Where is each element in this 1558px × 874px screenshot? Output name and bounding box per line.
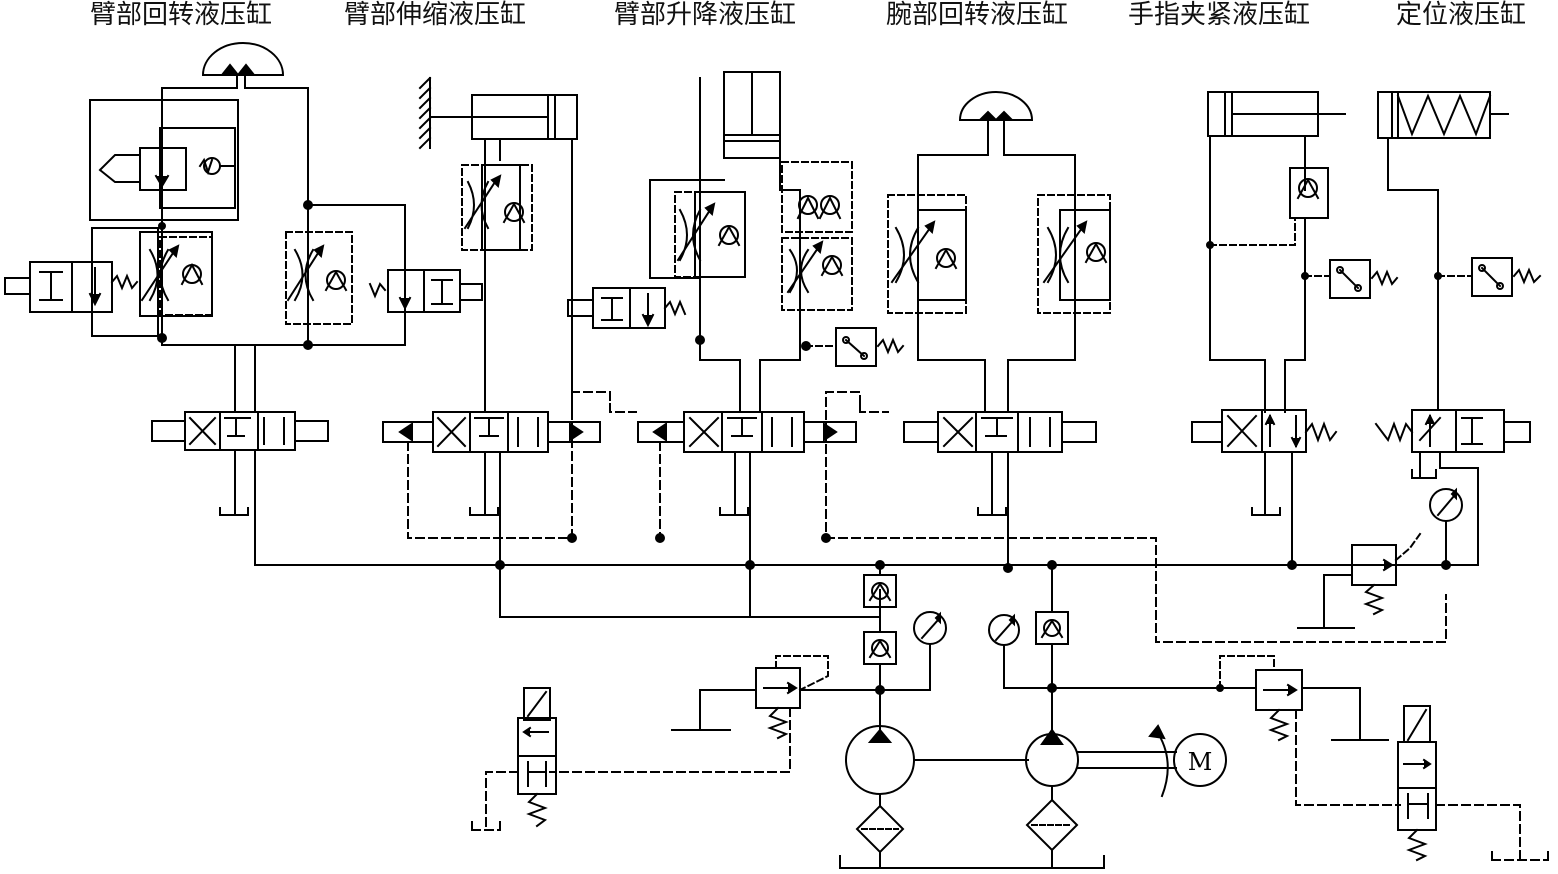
arm-rotate-circuit xyxy=(4,74,483,413)
directional-valve-4 xyxy=(903,411,1097,569)
pump-station-left xyxy=(471,564,1029,869)
tank-line xyxy=(839,855,1105,869)
title-finger-clamp-cylinder: 手指夹紧液压缸 xyxy=(1128,0,1311,30)
arm-telescope-cylinder-icon xyxy=(418,76,578,413)
title-wrist-rotate-cylinder: 腕部回转液压缸 xyxy=(886,0,1069,30)
positioning-cylinder-icon xyxy=(1377,91,1542,411)
arm-rotate-actuator-icon xyxy=(201,42,285,76)
main-pressure-line xyxy=(254,533,1479,643)
pump-station-right: M xyxy=(988,564,1549,869)
title-positioning-cylinder: 定位液压缸 xyxy=(1396,0,1527,30)
directional-valve-5 xyxy=(1191,409,1338,566)
arm-lift-cylinder-icon xyxy=(567,71,905,413)
directional-valve-1 xyxy=(151,411,329,566)
directional-valve-6 xyxy=(1374,409,1531,566)
motor-label: M xyxy=(1188,748,1213,776)
wrist-rotate-actuator-icon xyxy=(887,91,1111,413)
relief-valve-upper-right xyxy=(1297,532,1422,629)
directional-valve-2 xyxy=(382,391,637,618)
title-arm-lift-cylinder: 臂部升降液压缸 xyxy=(614,0,797,30)
finger-clamp-cylinder-icon xyxy=(1206,91,1399,413)
title-arm-rotate-cylinder: 臂部回转液压缸 xyxy=(90,0,273,30)
title-arm-telescope-cylinder: 臂部伸缩液压缸 xyxy=(344,0,527,30)
directional-valve-3 xyxy=(637,391,889,618)
